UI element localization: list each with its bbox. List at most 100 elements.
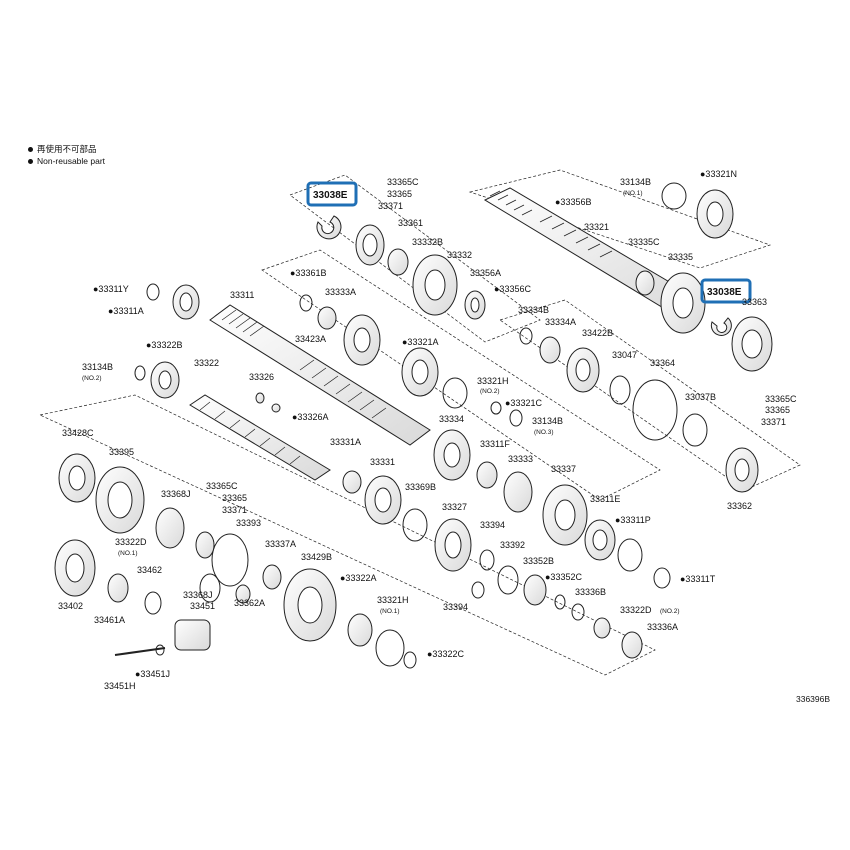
legend-row-english: Non-reusable part [28, 155, 105, 167]
part-33334A [539, 336, 561, 364]
part-33451H [114, 647, 166, 656]
shaft-33322 [189, 394, 331, 481]
part-33364 [632, 379, 678, 441]
label-33134B-c: 33134B [620, 177, 651, 187]
label-33134B-c-no: (NO.1) [623, 190, 643, 197]
legend-row-japanese: 再使用不可部品 [28, 143, 105, 155]
label-33321: 33321 [584, 222, 609, 232]
label-33311E: 33311E [590, 494, 620, 504]
part-33336A [621, 631, 643, 659]
part-33321H-no1 [375, 629, 405, 667]
label-33352B: 33352B [523, 556, 554, 566]
label-33352C: ●33352C [545, 572, 582, 582]
part-33322A [347, 613, 373, 647]
part-33368J [155, 507, 185, 549]
part-33311F [476, 461, 498, 489]
part-33311T [653, 567, 671, 589]
label-33356A: 33356A [470, 268, 501, 278]
label-33334A: 33334A [545, 317, 576, 327]
label-33335: 33335 [668, 252, 693, 262]
label-33311F: 33311F [480, 439, 510, 449]
label-33365: 33365 [387, 189, 412, 199]
boundary-main-shaft-group [261, 249, 661, 501]
part-33361B [299, 294, 313, 312]
label-33462: 33462 [137, 565, 162, 575]
label-33428C: 33428C [62, 428, 94, 438]
label-33365C-b: 33365C [765, 394, 797, 404]
label-33361: 33361 [398, 218, 423, 228]
part-labels: 33365C 33365 33371 33038E 33361 33332B 3… [58, 169, 830, 704]
label-33451H: 33451H [104, 681, 136, 691]
part-33311Y [146, 283, 160, 301]
part-33369B [402, 508, 428, 542]
label-33311T: ●33311T [680, 574, 716, 584]
boundary-counter-group [38, 394, 656, 676]
label-33134B-b: 33134B [532, 416, 563, 426]
legend-japanese-text: 再使用不可部品 [37, 144, 97, 154]
part-33321H-no2 [442, 377, 468, 409]
label-33356C: ●33356C [494, 284, 531, 294]
bullet-icon [28, 146, 33, 152]
label-33365C: 33365C [387, 177, 419, 187]
label-33321A: ●33321A [402, 337, 438, 347]
highlight-box-33038E-right [700, 278, 752, 304]
label-33311Y: ●33311Y [93, 284, 129, 294]
label-33331: 33331 [370, 457, 395, 467]
label-33356B: ●33356B [555, 197, 591, 207]
label-33371: 33371 [378, 201, 403, 211]
label-33365-c: 33365 [222, 493, 247, 503]
label-33393: 33393 [236, 518, 261, 528]
part-33134B-no2 [134, 365, 146, 381]
label-33322B: ●33322B [146, 340, 182, 350]
label-33365-b: 33365 [765, 405, 790, 415]
part-33038E-left [316, 215, 342, 240]
label-33368J: 33368J [161, 489, 191, 499]
label-33461A: 33461A [94, 615, 125, 625]
label-33134B-b-no: (NO.3) [534, 429, 554, 436]
label-33322D-b-no: (NO.1) [118, 550, 138, 557]
label-33321H-b-no: (NO.1) [380, 608, 400, 615]
label-33322C: ●33322C [427, 649, 464, 659]
reference-code: 336396B [796, 694, 830, 704]
label-33423A: 33423A [295, 334, 326, 344]
label-33368J-b: 33368J [183, 590, 213, 600]
label-33321C: ●33321C [505, 398, 542, 408]
label-33422B: 33422B [582, 328, 613, 338]
component-parts [54, 182, 773, 669]
part-33332B [387, 248, 409, 276]
shaft-33311 [209, 304, 431, 446]
legend: 再使用不可部品 Non-reusable part [28, 143, 105, 167]
part-33311P [617, 538, 643, 572]
label-33337A: 33337A [265, 539, 296, 549]
part-33322D-no2 [593, 617, 611, 639]
label-33451: 33451 [190, 601, 215, 611]
label-33392: 33392 [500, 540, 525, 550]
part-33134B-no3 [509, 409, 523, 427]
label-33363: 33363 [742, 297, 767, 307]
label-33331A: 33331A [330, 437, 361, 447]
label-33451J: ●33451J [135, 669, 170, 679]
label-33321H-b: 33321H [377, 595, 409, 605]
label-33134B-a: 33134B [82, 362, 113, 372]
label-33326A: ●33326A [292, 412, 328, 422]
label-33371-c: 33371 [222, 505, 247, 515]
label-33322D-b: 33322D [115, 537, 147, 547]
part-33392 [497, 565, 519, 595]
part-33337A [262, 564, 282, 590]
label-33311A: ●33311A [108, 306, 144, 316]
part-33335C [635, 270, 655, 296]
part-33451 [174, 619, 211, 651]
label-33395: 33395 [109, 447, 134, 457]
label-33311P: ●33311P [615, 515, 651, 525]
label-33336A: 33336A [647, 622, 678, 632]
label-33335C: 33335C [628, 237, 660, 247]
part-33322D-no1 [195, 531, 215, 559]
label-33371-b: 33371 [761, 417, 786, 427]
label-33336B: 33336B [575, 587, 606, 597]
label-33429B: 33429B [301, 552, 332, 562]
label-33322D: 33322D [620, 605, 652, 615]
label-33334: 33334 [439, 414, 464, 424]
label-33322: 33322 [194, 358, 219, 368]
label-33037B: 33037B [685, 392, 716, 402]
